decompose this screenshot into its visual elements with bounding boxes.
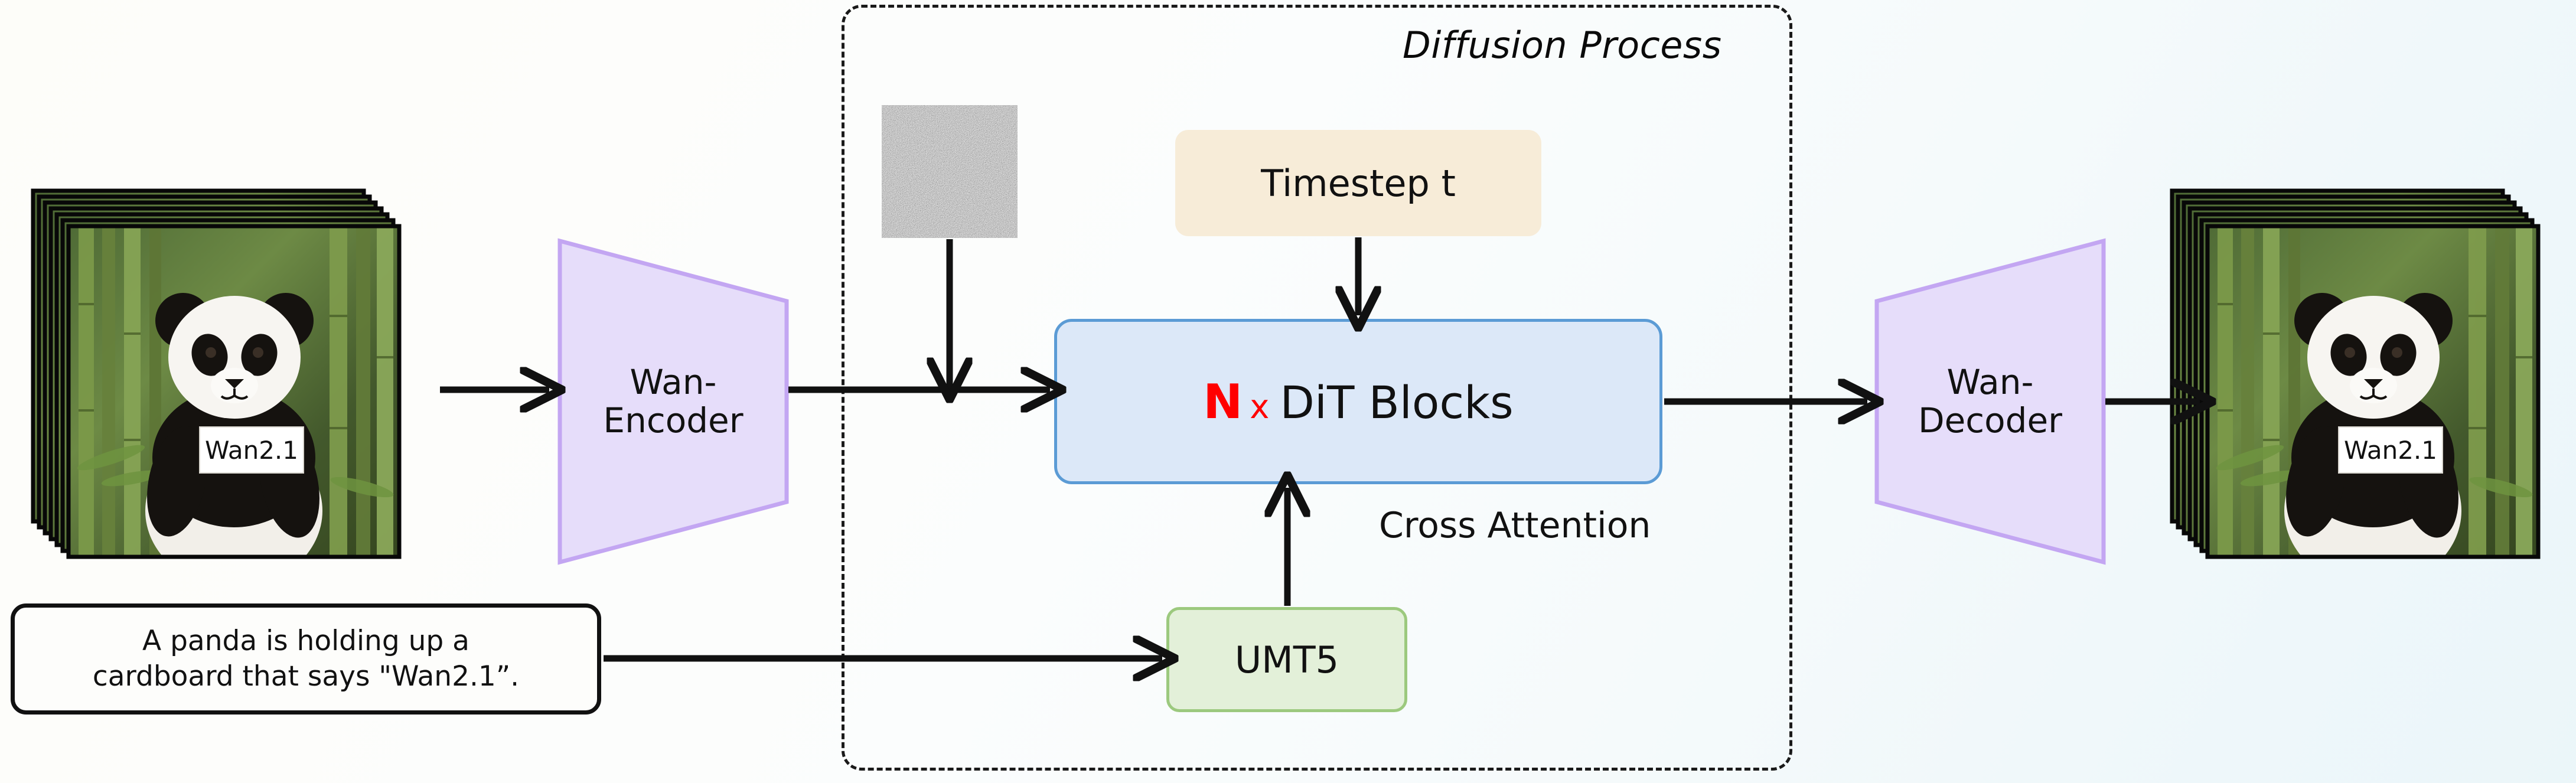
output-video-frame-stack: Wan2.1 (2161, 180, 2575, 593)
noise-svg (882, 105, 1018, 238)
cross-attention-label: Cross Attention (1379, 505, 1651, 546)
prompt-text-box[interactable]: A panda is holding up a cardboard that s… (11, 603, 601, 715)
front-frame: Wan2.1 (66, 224, 402, 559)
wan-decoder-block[interactable]: Wan- Decoder (1872, 236, 2108, 567)
input-sign-text: Wan2.1 (205, 436, 298, 465)
dit-blocks-text: DiT Blocks (1280, 376, 1514, 429)
dit-multiply-symbol: x (1250, 387, 1270, 426)
dit-blocks-block[interactable]: N x DiT Blocks (1054, 319, 1662, 484)
umt5-text-encoder-block[interactable]: UMT5 (1166, 607, 1407, 712)
dit-repeat-count: N (1203, 374, 1243, 429)
output-sign-text: Wan2.1 (2344, 436, 2437, 465)
input-video-frame-stack: Wan2.1 (22, 180, 436, 593)
wan-encoder-label: Wan- Encoder (603, 362, 744, 441)
timestep-block[interactable]: Timestep t (1175, 130, 1541, 236)
prompt-text: A panda is holding up a cardboard that s… (92, 624, 520, 693)
dit-blocks-label: N x DiT Blocks (1203, 374, 1513, 429)
front-frame: Wan2.1 (2205, 224, 2541, 559)
input-frames-svg: Wan2.1 (31, 188, 402, 559)
wan-decoder-label: Wan- Decoder (1918, 362, 2063, 441)
wan-encoder-block[interactable]: Wan- Encoder (555, 236, 791, 567)
timestep-label: Timestep t (1261, 161, 1456, 205)
encoder-shape (557, 238, 789, 565)
output-frames-svg: Wan2.1 (2170, 188, 2541, 559)
diffusion-process-label: Diffusion Process (1403, 24, 1722, 67)
gaussian-noise-patch (882, 105, 1018, 238)
decoder-shape (1874, 238, 2106, 565)
umt5-label: UMT5 (1234, 638, 1339, 681)
